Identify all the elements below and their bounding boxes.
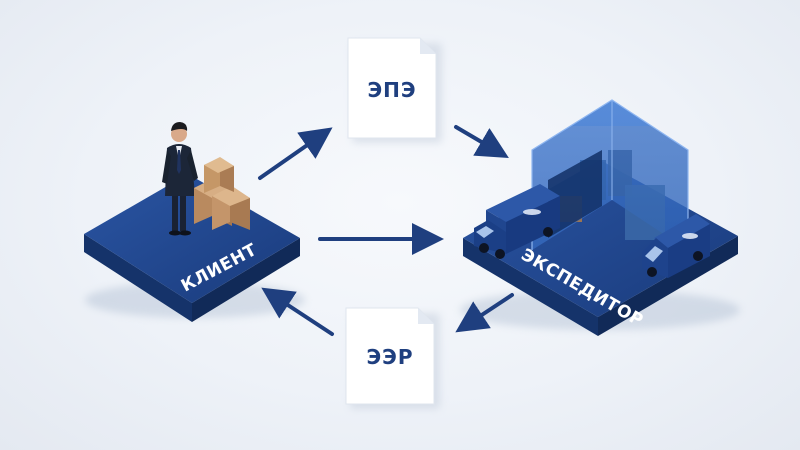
- delivery-van: [642, 214, 710, 278]
- document-top: ЭПЭ: [347, 37, 442, 143]
- document-bottom-label: ЭЭР: [366, 345, 413, 369]
- businessman-figure: [162, 122, 198, 236]
- flow-arrows: [258, 125, 514, 336]
- delivery-truck: [474, 184, 560, 259]
- arrow-epe-to-forwarder: [454, 125, 509, 159]
- cardboard-boxes: [194, 157, 250, 230]
- warehouse-building: [531, 99, 689, 250]
- arrow-client-to-epe: [258, 127, 333, 180]
- arrow-eer-to-client: [261, 287, 334, 336]
- document-bottom: ЭЭР: [345, 307, 440, 409]
- client-platform: КЛИЕНТ: [84, 174, 305, 322]
- arrow-forwarder-to-eer: [455, 293, 514, 333]
- document-top-label: ЭПЭ: [367, 78, 416, 102]
